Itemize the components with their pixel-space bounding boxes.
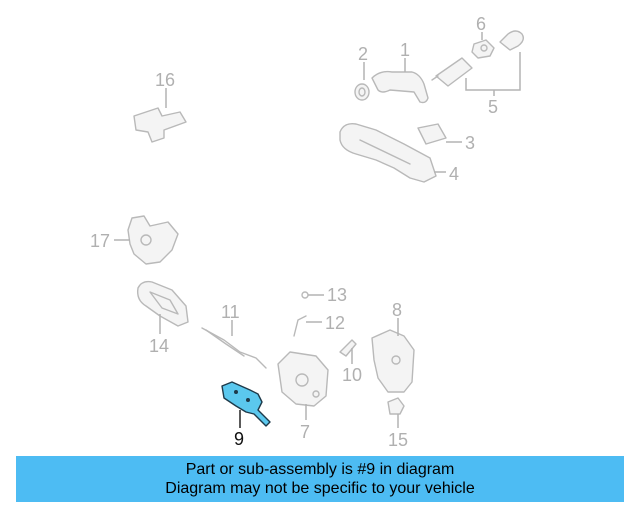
callout-4: 4 xyxy=(449,164,459,184)
banner-line-1: Part or sub-assembly is #9 in diagram xyxy=(185,461,455,478)
callout-12: 12 xyxy=(325,313,345,333)
part-7-latch xyxy=(277,351,329,407)
part-4-handle-frame xyxy=(339,122,437,183)
part-6-lock-cylinder xyxy=(471,39,495,59)
callout-line-5 xyxy=(465,52,521,91)
part-14-inside-handle xyxy=(136,280,189,327)
info-banner: Part or sub-assembly is #9 in diagram Di… xyxy=(16,456,624,502)
callout-3: 3 xyxy=(465,133,475,153)
callout-15: 15 xyxy=(388,430,408,450)
callout-11: 11 xyxy=(221,302,240,322)
callout-7: 7 xyxy=(300,422,310,442)
part-12-rod xyxy=(293,315,307,337)
part-10-clip xyxy=(339,339,357,357)
part-17-hinge xyxy=(127,215,179,265)
part-9-highlighted xyxy=(221,381,271,427)
callout-13: 13 xyxy=(327,285,347,305)
callout-2: 2 xyxy=(358,44,368,64)
callout-9: 9 xyxy=(234,429,244,449)
callout-17: 17 xyxy=(90,231,110,251)
banner-line-2: Diagram may not be specific to your vehi… xyxy=(165,480,475,497)
part-15-striker xyxy=(387,397,405,415)
part-8-striker-bracket xyxy=(371,329,415,393)
callout-14: 14 xyxy=(149,336,169,356)
part-1-outside-handle xyxy=(371,70,429,104)
callout-16: 16 xyxy=(155,70,175,90)
part-16-bracket xyxy=(133,107,187,143)
callout-10: 10 xyxy=(342,365,362,385)
part-13-clip xyxy=(301,291,309,299)
part-5-lock-set xyxy=(431,30,525,87)
part-3-pad xyxy=(417,123,447,145)
part-2-grommet xyxy=(354,83,370,101)
callout-8: 8 xyxy=(392,300,402,320)
callout-1: 1 xyxy=(400,40,410,60)
part-11-cable xyxy=(201,327,267,369)
callout-6: 6 xyxy=(476,14,486,34)
callout-5: 5 xyxy=(488,97,498,117)
